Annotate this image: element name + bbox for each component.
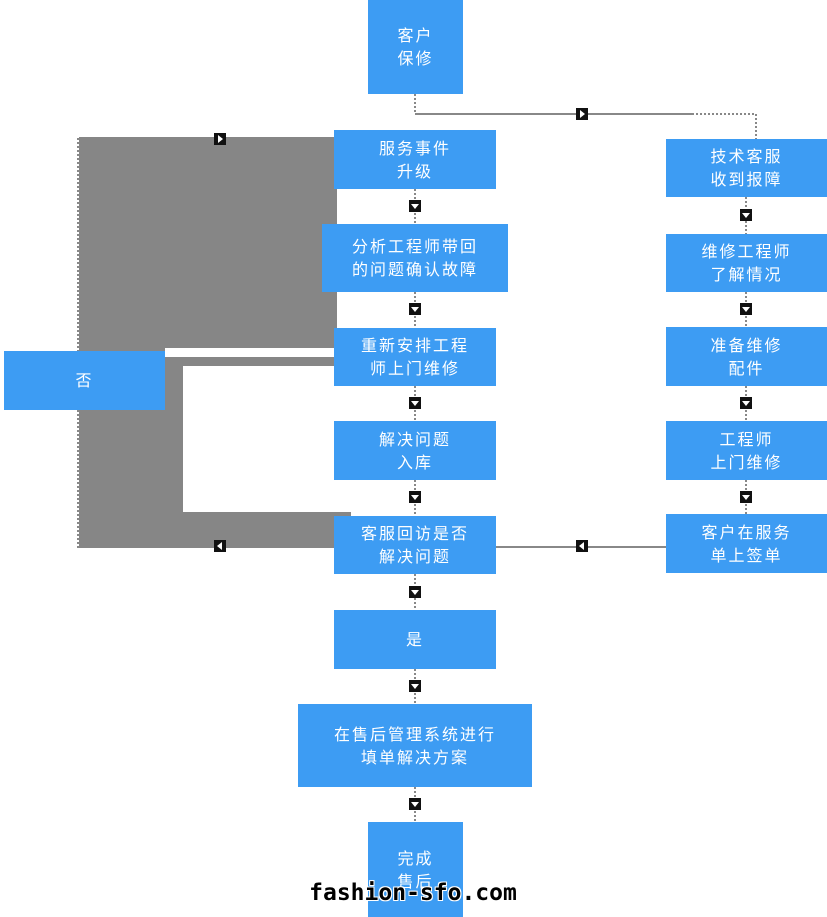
- arrow-down-right-2: [740, 303, 752, 315]
- gray-block-bottom: [183, 512, 351, 548]
- arrow-down-3: [409, 397, 421, 409]
- arrow-left-sign: [576, 540, 588, 552]
- node-customer-repair: 客户 保修: [368, 0, 463, 94]
- arrow-right-top: [576, 108, 588, 120]
- node-repair-engineer: 维修工程师 了解情况: [666, 234, 827, 292]
- node-analysis-engineer: 分析工程师带回 的问题确认故障: [322, 224, 508, 292]
- node-reschedule-engineer: 重新安排工程 师上门维修: [334, 328, 496, 386]
- watermark-text: fashion-sfo.com: [309, 880, 517, 906]
- arrow-down-2: [409, 303, 421, 315]
- node-fill-system: 在售后管理系统进行 填单解决方案: [298, 704, 532, 787]
- arrow-down-right-1: [740, 209, 752, 221]
- node-engineer-onsite: 工程师 上门维修: [666, 421, 827, 480]
- node-tech-support: 技术客服 收到报障: [666, 139, 827, 197]
- gray-block-band: [165, 357, 337, 366]
- node-prepare-parts: 准备维修 配件: [666, 327, 827, 386]
- arrow-down-1: [409, 200, 421, 212]
- gray-block-top: [79, 137, 337, 348]
- arrow-down-4: [409, 491, 421, 503]
- node-no: 否: [4, 351, 165, 410]
- node-complete: 完成 售后: [368, 822, 463, 917]
- gray-block-left-upper: [79, 348, 165, 352]
- arrow-left-loop: [214, 540, 226, 552]
- node-service-escalation: 服务事件 升级: [334, 130, 496, 189]
- node-customer-sign: 客户在服务 单上签单: [666, 514, 827, 573]
- node-yes: 是: [334, 610, 496, 669]
- arrow-down-6: [409, 680, 421, 692]
- arrow-right-loop: [214, 133, 226, 145]
- arrow-group: [214, 108, 752, 810]
- arrow-down-5: [409, 586, 421, 598]
- arrow-down-right-3: [740, 397, 752, 409]
- node-problem-solved-store: 解决问题 入库: [334, 421, 496, 480]
- arrow-down-7: [409, 798, 421, 810]
- arrow-down-right-4: [740, 491, 752, 503]
- node-callback-check: 客服回访是否 解决问题: [334, 516, 496, 574]
